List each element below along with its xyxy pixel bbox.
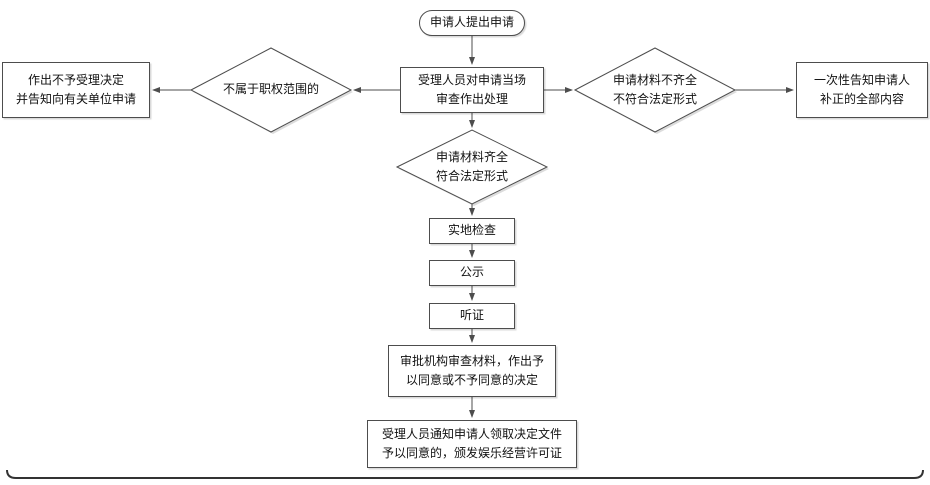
node-right-result: 一次性告知申请人 补正的全部内容 bbox=[796, 62, 928, 118]
node-site-check: 实地检查 bbox=[429, 218, 515, 244]
node-final: 受理人员通知申请人领取决定文件 予以同意的，颁发娱乐经营许可证 bbox=[367, 420, 577, 468]
node-start: 申请人提出申请 bbox=[419, 10, 525, 36]
right-decision-diamond bbox=[573, 47, 737, 133]
node-publicity: 公示 bbox=[429, 260, 515, 286]
node-hearing: 听证 bbox=[429, 303, 515, 329]
node-approval: 审批机构审查材料，作出予 以同意或不予同意的决定 bbox=[388, 345, 556, 397]
pass-decision-diamond bbox=[395, 129, 549, 205]
node-left-result: 作出不予受理决定 并告知向有关单位申请 bbox=[2, 62, 150, 118]
left-decision-diamond bbox=[189, 47, 353, 133]
node-review: 受理人员对申请当场 审查作出处理 bbox=[400, 67, 544, 113]
bottom-frame-line bbox=[6, 469, 924, 479]
